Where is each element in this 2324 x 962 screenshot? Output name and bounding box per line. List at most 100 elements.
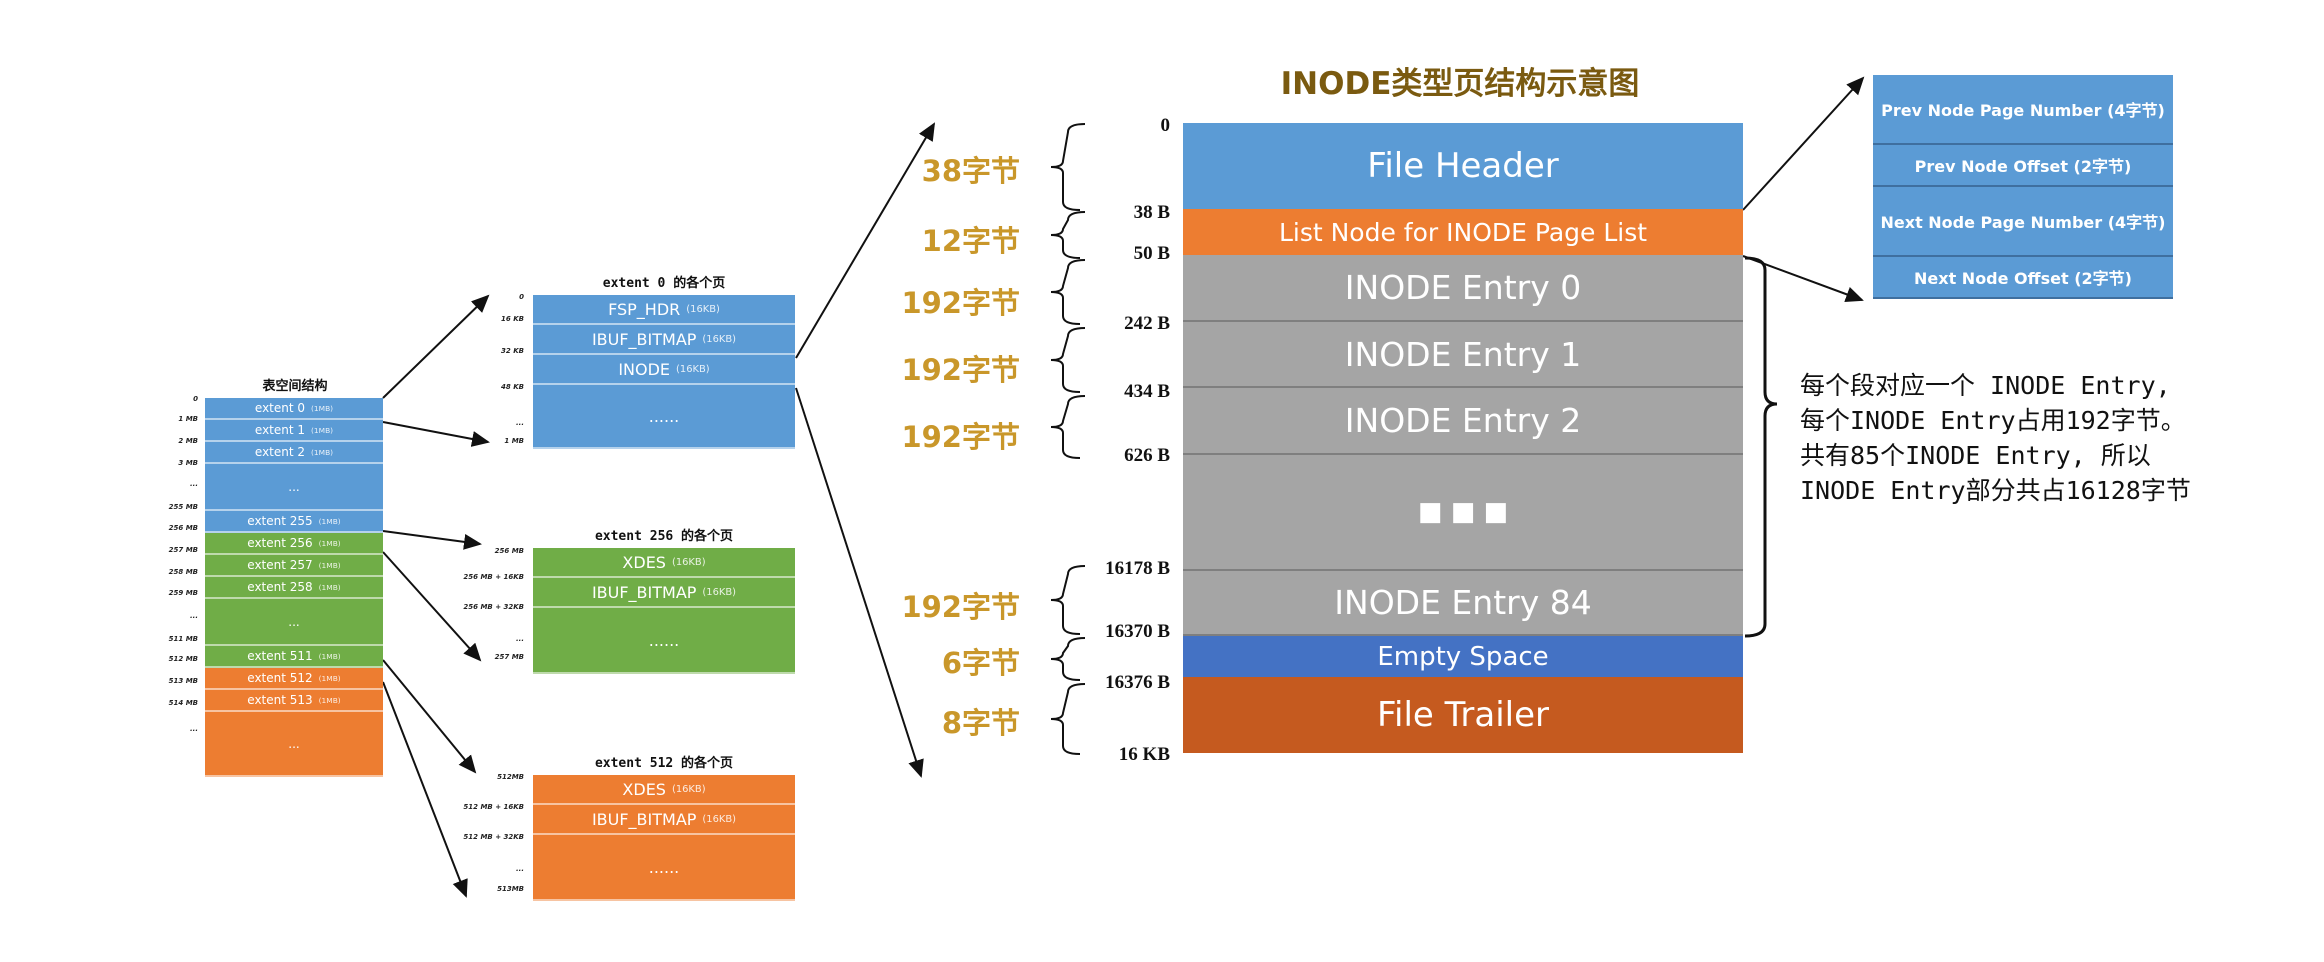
tablespace-offset: ... <box>190 725 198 733</box>
extent-page-offset: 512 MB + 32KB <box>463 833 524 841</box>
extent-detail-title: extent 0 的各个页 <box>602 276 726 291</box>
inode-page-section: List Node for INODE Page List <box>1183 209 1743 255</box>
arrow-inode-top <box>795 122 936 359</box>
extent-page-size: (16KB) <box>686 303 720 315</box>
tablespace-extent-label: extent 2 <box>254 445 306 459</box>
note-line: 每个段对应一个 INODE Entry, <box>1800 371 2171 400</box>
inode-page-section: ■ ■ ■ <box>1183 455 1743 571</box>
inode-page-offset: 16178 B <box>1105 558 1170 579</box>
byte-range-brace <box>1050 683 1086 755</box>
tablespace-extent-label: extent 513 <box>247 693 313 707</box>
tablespace-offset: 514 MB <box>168 699 198 707</box>
tablespace-extent: extent 1(1MB) <box>205 420 383 442</box>
inode-page-section: INODE Entry 0 <box>1183 255 1743 322</box>
inode-page-byte-size: 6字节 <box>941 646 1020 680</box>
tablespace-title: 表空间结构 <box>262 379 328 394</box>
extent-page-label: IBUF_BITMAP <box>591 582 697 602</box>
arrow-extent256-bottom <box>382 551 482 662</box>
inode-page-byte-size: 192字节 <box>901 420 1020 454</box>
inode-page-offset: 38 B <box>1133 202 1170 223</box>
byte-range-brace <box>1050 327 1086 393</box>
tablespace-extent: extent 2(1MB) <box>205 442 383 464</box>
list-node-field: Prev Node Page Number (4字节) <box>1873 75 2173 145</box>
extent-page-label: ...... <box>648 630 680 650</box>
tablespace-extent-size: (1MB) <box>318 538 341 548</box>
extent-page-offset: 512MB <box>497 773 524 781</box>
extent-page: INODE(16KB) <box>533 355 795 385</box>
tablespace-extent-size: (1MB) <box>318 582 341 592</box>
inode-page-byte-size: 192字节 <box>901 286 1020 320</box>
tablespace-extent: extent 255 (1MB) <box>205 511 383 533</box>
inode-page-byte-size: 192字节 <box>901 590 1020 624</box>
tablespace-extent: extent 513(1MB) <box>205 690 383 712</box>
tablespace-offset: 255 MB <box>168 503 198 511</box>
tablespace-offset: 257 MB <box>168 546 198 554</box>
tablespace-offset: ... <box>190 612 198 620</box>
list-node-field: Next Node Offset (2字节) <box>1873 257 2173 299</box>
extent-page-label: ...... <box>648 857 680 877</box>
tablespace-extent: extent 512 (1MB) <box>205 668 383 690</box>
tablespace-offset: 1 MB <box>178 415 198 423</box>
arrow-extent512-bottom <box>382 681 468 898</box>
inode-page-offset: 50 B <box>1133 243 1170 264</box>
tablespace-offset: 2 MB <box>178 437 198 445</box>
extent-page: XDES(16KB) <box>533 775 795 805</box>
tablespace-extent-label: extent 256 <box>247 536 313 550</box>
tablespace-extent-size: (1MB) <box>311 403 334 413</box>
inode-page-offset: 0 <box>1160 115 1171 136</box>
extent-page-offset: ... <box>516 635 524 643</box>
tablespace-extent-label: extent 1 <box>254 423 306 437</box>
extent-page-offset: 48 KB <box>501 383 524 391</box>
tablespace-extent: extent 258(1MB) <box>205 577 383 599</box>
tablespace-extent-label: extent 255 <box>247 514 313 528</box>
entries-brace <box>1744 256 1778 638</box>
extent-page-offset: 0 <box>519 293 524 301</box>
extent-page-offset: 257 MB <box>494 653 524 661</box>
inode-page-title: INODE类型页结构示意图 <box>1280 66 1640 102</box>
inode-page-section: INODE Entry 2 <box>1183 388 1743 455</box>
extent-page-offset: 513MB <box>497 885 524 893</box>
tablespace-extent: extent 511(1MB) <box>205 646 383 668</box>
extent-page-offset: 256 MB + 16KB <box>463 573 524 581</box>
extent-detail-title: extent 256 的各个页 <box>594 529 734 544</box>
inode-entry-note: 每个段对应一个 INODE Entry, 每个INODE Entry占用192字节… <box>1800 368 2191 508</box>
inode-page-offset: 16370 B <box>1105 621 1170 642</box>
arrow-extent256-top <box>382 530 482 550</box>
inode-page-offset: 16 KB <box>1118 744 1170 765</box>
inode-page-section: File Header <box>1183 123 1743 209</box>
inode-page-byte-size: 192字节 <box>901 353 1020 387</box>
inode-page-section: INODE Entry 1 <box>1183 322 1743 388</box>
extent-page-offset: 256 MB <box>494 547 524 555</box>
extent-page-offset: ... <box>516 865 524 873</box>
tablespace-extent-label: extent 512 <box>247 671 313 685</box>
tablespace-extent-size: (1MB) <box>318 560 341 570</box>
byte-range-brace <box>1050 637 1086 681</box>
byte-range-brace <box>1050 259 1086 325</box>
extent-page-size: (16KB) <box>671 556 706 568</box>
extent-page-label: ...... <box>648 406 680 426</box>
tablespace-extent-size: (1MB) <box>318 516 341 526</box>
arrow-extent0-top <box>382 294 490 399</box>
extent-page-label: XDES <box>622 552 666 572</box>
extent-page-size: (16KB) <box>702 586 737 598</box>
extent-page: IBUF_BITMAP(16KB) <box>533 325 795 355</box>
tablespace-extent: extent 256 (1MB) <box>205 533 383 555</box>
tablespace-extent: extent 257(1MB) <box>205 555 383 577</box>
tablespace-offset: 0 <box>193 395 198 403</box>
tablespace-extent-size: (1MB) <box>318 673 341 683</box>
tablespace-offset: 258 MB <box>168 568 198 576</box>
note-line: 每个INODE Entry占用192字节。 <box>1800 406 2186 435</box>
byte-range-brace <box>1050 395 1086 459</box>
tablespace-extent-label: ... <box>288 736 300 751</box>
extent-page-offset: 256 MB + 32KB <box>463 603 524 611</box>
tablespace-extent-label: extent 511 <box>247 649 313 663</box>
extent-detail-title: extent 512 的各个页 <box>594 756 734 771</box>
tablespace-extent-label: ... <box>288 614 300 629</box>
inode-page-offset: 242 B <box>1124 313 1170 334</box>
inode-page-byte-size: 12字节 <box>921 224 1020 258</box>
tablespace-offset: 512 MB <box>168 655 198 663</box>
extent-page-offset: ... <box>516 419 524 427</box>
extent-page: ...... <box>533 835 795 901</box>
extent-page-offset: 512 MB + 16KB <box>463 803 524 811</box>
